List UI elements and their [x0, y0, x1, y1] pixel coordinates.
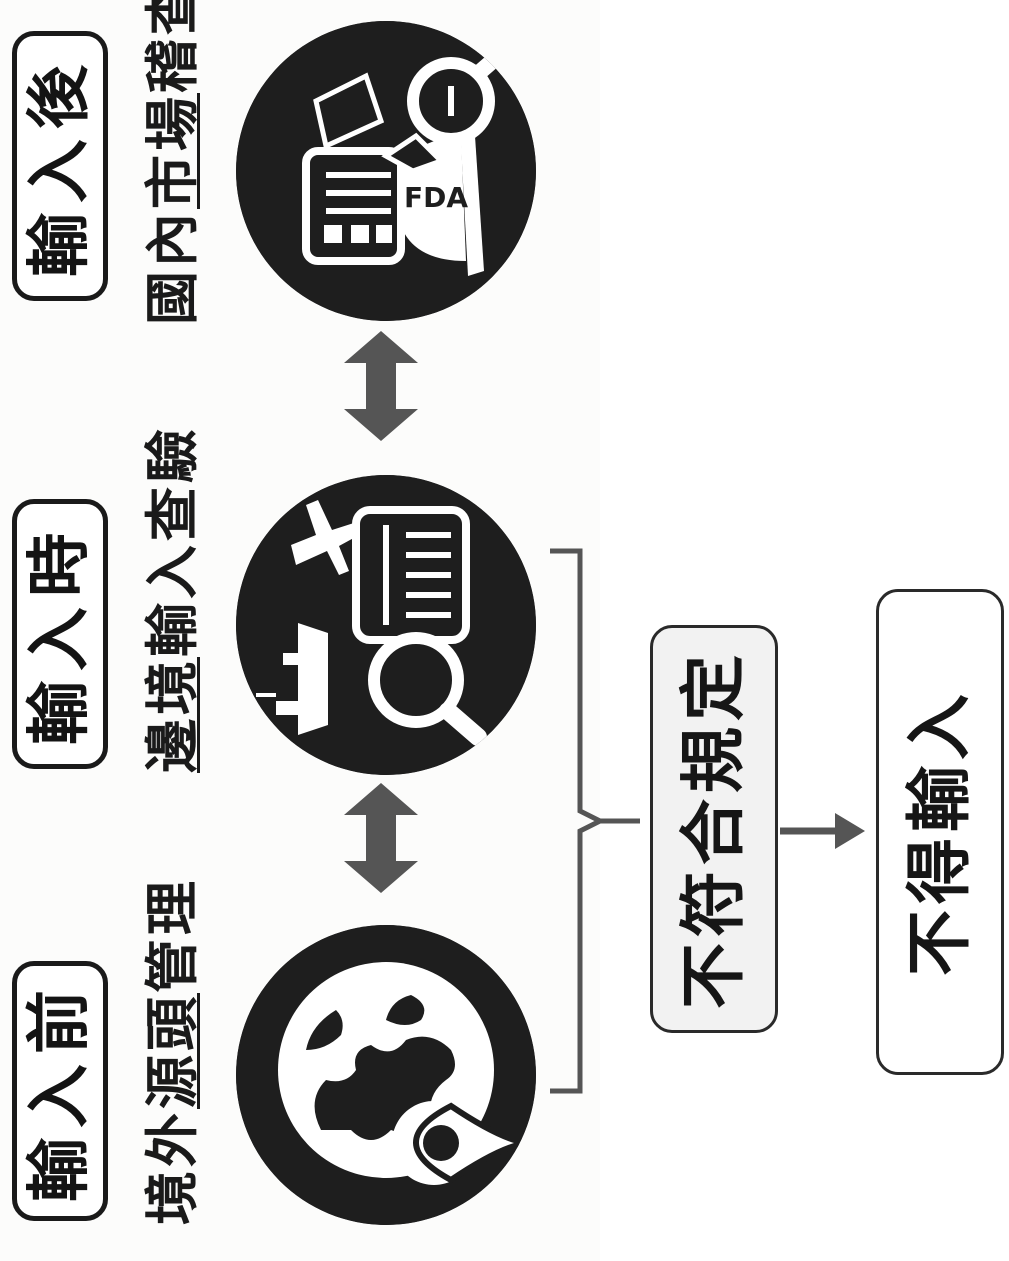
down-arrow-icon: [780, 813, 865, 849]
stage-before-desc: 境外源頭管理: [128, 877, 207, 1225]
stage-after-desc: 國內市場稽查: [128, 0, 207, 325]
fda-market-audit-icon: FDA: [236, 21, 536, 321]
stage-during-desc-rest: 輸入查驗: [141, 425, 204, 657]
stage-during-label: 輸入時: [12, 499, 108, 769]
stage-after-desc-underlined: 市場: [141, 93, 204, 209]
double-arrow-icon: [344, 783, 418, 893]
stage-during-desc-underlined: 邊境: [141, 657, 204, 773]
stage-during-desc: 邊境輸入查驗: [128, 425, 207, 773]
stage-before-label: 輸入前: [12, 961, 108, 1221]
fda-badge: FDA: [404, 181, 468, 214]
stage-after-desc-rest: 稽查: [141, 0, 204, 93]
import-denied-box: 不得輸入: [876, 589, 1004, 1075]
stage-after-desc-plain: 國內: [141, 209, 204, 325]
customs-inspection-icon: [236, 475, 536, 775]
stage-before-desc-plain: 境外: [141, 1109, 204, 1225]
globe-location-icon: [236, 925, 536, 1225]
double-arrow-icon: [344, 331, 418, 441]
bracket-connector: [550, 548, 640, 1094]
stage-before-desc-rest: 管理: [141, 877, 204, 993]
non-compliant-box: 不符合規定: [650, 625, 778, 1033]
stage-before-desc-underlined: 源頭: [141, 993, 204, 1109]
stage-after-label: 輸入後: [12, 31, 108, 301]
